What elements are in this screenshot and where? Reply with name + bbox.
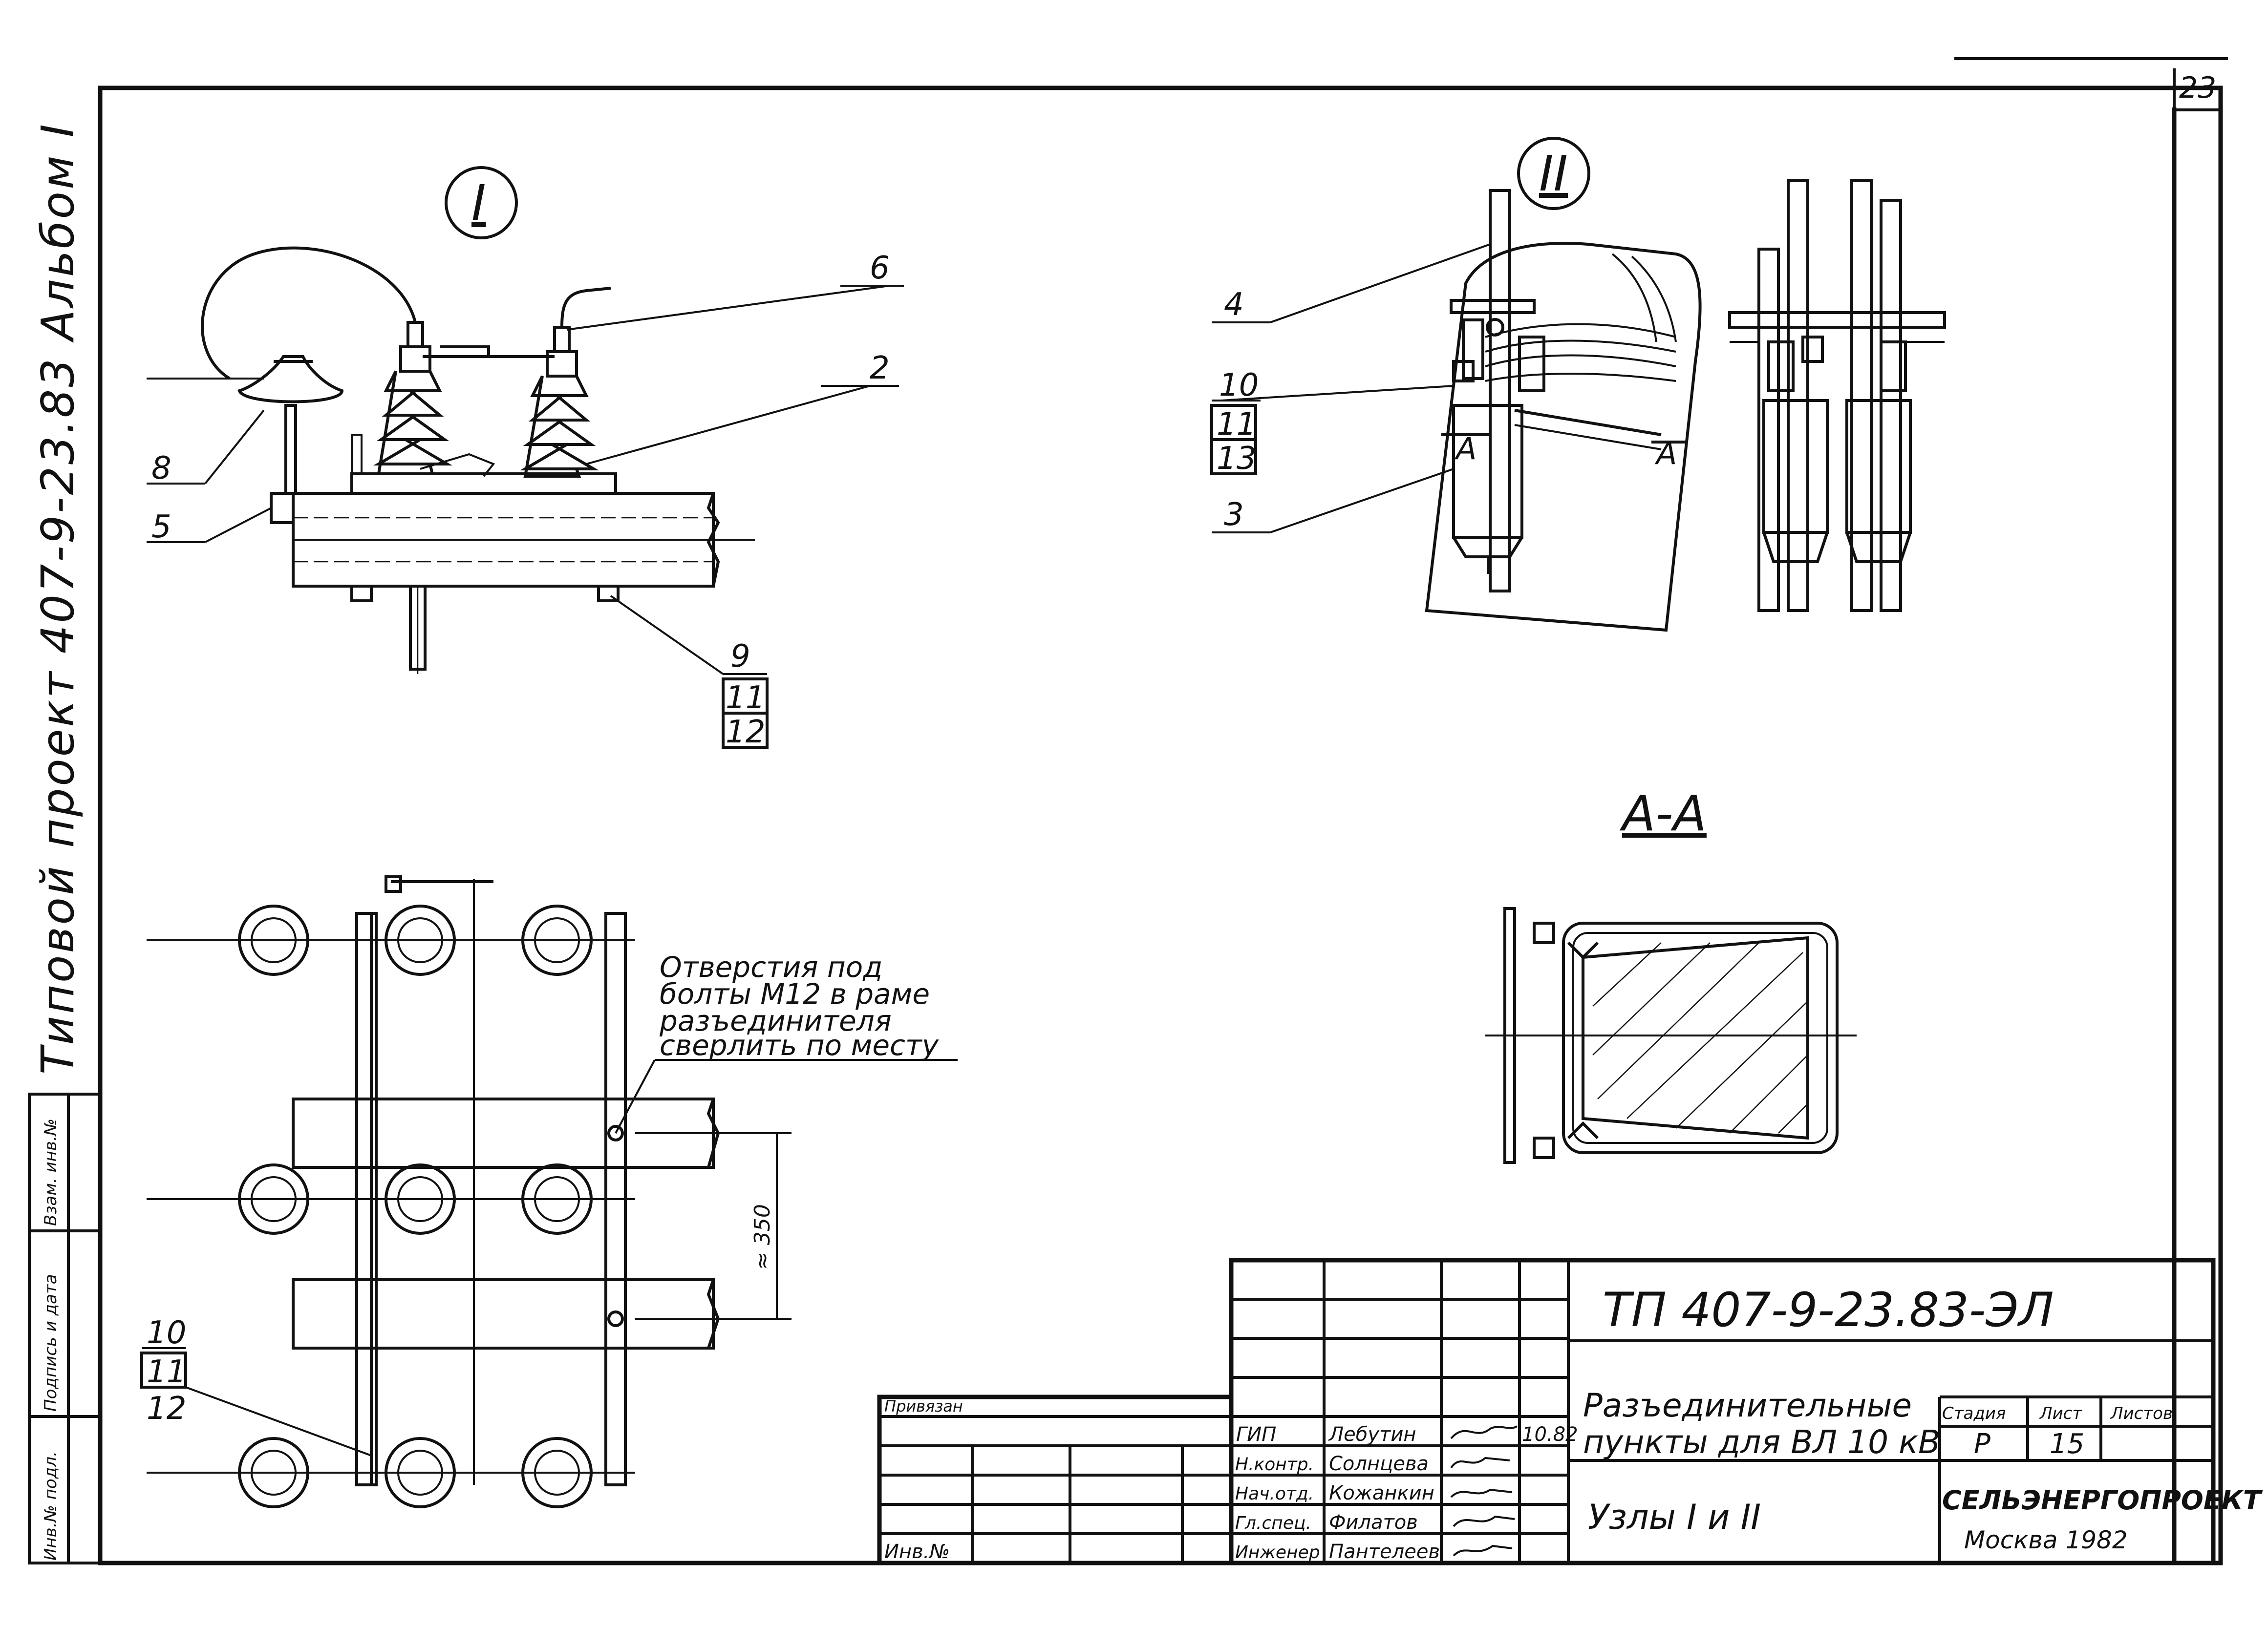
side-stamp-replaced: Взам. инв.№ (41, 1119, 61, 1226)
drilling-note-line-4: сверлить по месту (660, 1029, 939, 1062)
title-block-org: СЕЛЬЭНЕРГОПРОЕКТ (1942, 1485, 2263, 1516)
plan-callout-10: 10 (147, 1315, 186, 1351)
node-2-label: II (1539, 145, 1568, 202)
plan-insulators (238, 905, 593, 1508)
node-1-callout-2: 2 (870, 350, 890, 386)
title-block-sheet: 15 (2050, 1428, 2084, 1460)
plan-callout-11: 11 (147, 1354, 186, 1390)
node-1-label: I (471, 174, 486, 232)
title-block-stage: Р (1974, 1428, 1990, 1460)
node-2-callout-11: 11 (1217, 406, 1256, 443)
node-1-insulator-left (373, 321, 453, 475)
title-block-sheet-header: Лист (2039, 1404, 2082, 1423)
section-aa-view (1485, 907, 1857, 1164)
node-2-section-mark-left: А (1454, 431, 1476, 466)
drilling-note-line-1: Отверстия под (660, 951, 882, 984)
plan-dimension: ≈ 350 (750, 1204, 775, 1270)
title-block-title-1: Разъединительные (1583, 1387, 1912, 1424)
drilling-note: Отверстия под болты М12 в раме разъедини… (659, 951, 939, 1062)
node-2-callout-13: 13 (1217, 441, 1256, 477)
staff-role-5: Инженер (1235, 1542, 1320, 1563)
node-1-callout-5: 5 (151, 509, 171, 545)
title-block-stage-header: Стадия (1942, 1404, 2006, 1423)
staff-role-2: Н.контр. (1235, 1455, 1314, 1475)
drilling-note-line-2: болты М12 в раме (660, 977, 930, 1011)
staff-name-5: Пантелеев (1329, 1541, 1440, 1563)
node-2-side-view (1728, 179, 1946, 612)
side-stamp (28, 1093, 102, 1564)
node-2-callout-10: 10 (1219, 367, 1259, 403)
title-block-code: ТП 407-9-23.83-ЭЛ (1603, 1283, 2054, 1337)
staff-role-1: ГИП (1236, 1423, 1276, 1446)
drilling-note-line-3: разъединителя (659, 1004, 892, 1037)
staff-name-2: Солнцева (1329, 1453, 1429, 1475)
node-2-section-mark-right: А (1654, 436, 1677, 471)
node-1-callout-12: 12 (726, 714, 765, 750)
title-block-staff: ГИП Лебутин Н.контр. Солнцева Нач.отд. К… (1235, 1423, 1518, 1563)
node-1-callout-9: 9 (730, 638, 750, 675)
side-caption: Типовой проект 407-9-23.83 Альбом I (32, 122, 84, 1075)
plan-view (140, 875, 958, 1508)
node-2-callout-3: 3 (1224, 497, 1244, 533)
title-block-inv: Инв.№ (884, 1541, 950, 1563)
title-block-sheets-header: Листов (2110, 1404, 2173, 1423)
staff-name-3: Кожанкин (1329, 1482, 1434, 1504)
node-2-callout-4: 4 (1224, 287, 1244, 323)
title-block-date: 10.82 (1522, 1423, 1578, 1446)
title-block (877, 1258, 2216, 1565)
node-1-callout-6: 6 (870, 250, 890, 286)
drawing-frame (98, 57, 2228, 1565)
staff-role-3: Нач.отд. (1235, 1484, 1314, 1504)
node-2-view (1210, 137, 1702, 632)
side-stamp-inv: Инв.№ подл. (41, 1451, 61, 1561)
node-1-callout-11: 11 (726, 680, 765, 716)
staff-name-4: Филатов (1329, 1511, 1418, 1534)
sheet-number: 23 (2179, 71, 2216, 105)
title-block-title-2: пункты для ВЛ 10 кВ (1583, 1423, 1940, 1461)
title-block-subtitle: Узлы I и II (1588, 1497, 1761, 1537)
node-1-insulator-right (519, 326, 599, 478)
node-1-view (147, 166, 904, 749)
title-block-city: Москва 1982 (1964, 1526, 2128, 1554)
staff-role-4: Гл.спец. (1235, 1513, 1311, 1533)
node-1-callout-8: 8 (151, 450, 171, 486)
side-stamp-signature: Подпись и дата (41, 1274, 61, 1412)
staff-name-1: Лебутин (1328, 1423, 1416, 1446)
plan-callout-12: 12 (147, 1391, 186, 1427)
title-block-tied: Привязан (884, 1397, 963, 1416)
section-aa-label: А-А (1619, 785, 1707, 842)
